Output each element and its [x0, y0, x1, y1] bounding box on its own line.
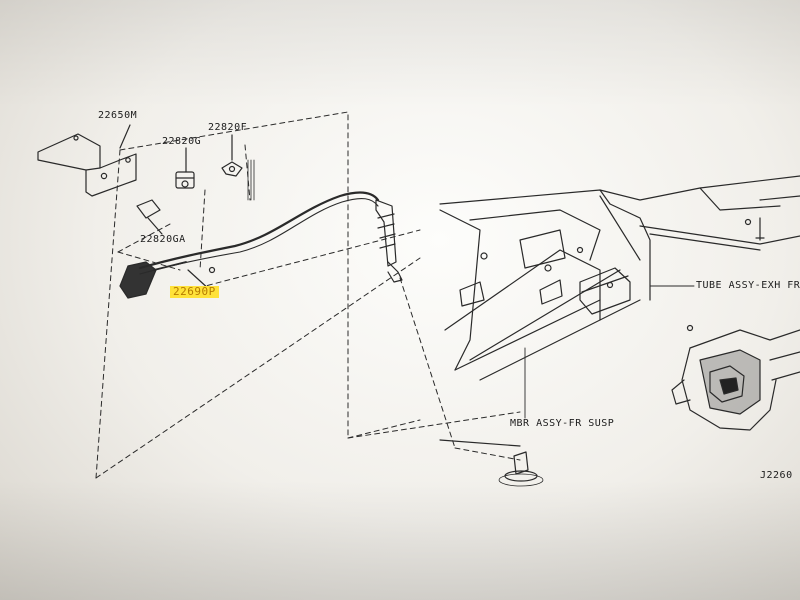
engine-block-corner	[671, 329, 800, 431]
leader-lines	[524, 285, 695, 419]
label-22820ga: 22820GA	[140, 234, 186, 245]
clip-22820ga	[136, 199, 163, 235]
dashed-boundary	[95, 111, 521, 479]
grommet-22820g	[175, 147, 195, 189]
label-tube-assy: TUBE ASSY-EXH FR	[696, 280, 800, 291]
hatch-marks	[247, 159, 255, 201]
mounting-bolt	[498, 451, 544, 487]
label-diagram-code: J2260	[760, 470, 793, 481]
label-22690p: 22690P	[170, 286, 219, 298]
clip-22820f	[221, 134, 243, 177]
bracket-22650m	[37, 124, 137, 197]
label-mbr-assy: MBR ASSY-FR SUSP	[510, 418, 615, 429]
label-22820f: 22820F	[208, 122, 248, 133]
front-suspension-member	[439, 175, 800, 447]
label-22650m: 22650M	[98, 110, 138, 121]
label-22820g: 22820G	[162, 136, 202, 147]
oxygen-sensor-22690p	[119, 191, 403, 299]
